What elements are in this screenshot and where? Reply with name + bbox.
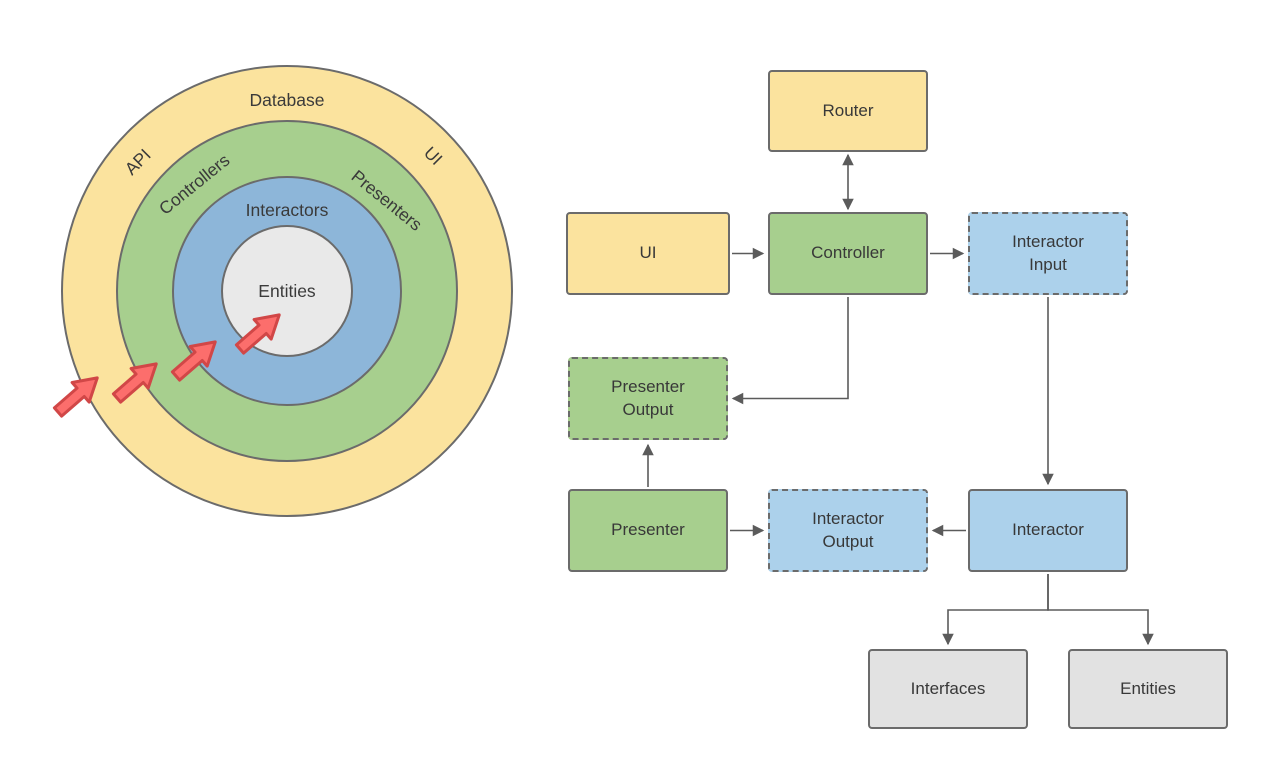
node-controller-label: Controller xyxy=(811,243,885,263)
node-interfaces-label: Interfaces xyxy=(910,678,986,698)
node-entities-label: Entities xyxy=(1120,678,1176,698)
node-interactor-input: Interactor Input xyxy=(968,212,1128,295)
connector-interactor-interfaces xyxy=(942,574,1049,646)
inward-arrow-3 xyxy=(170,340,217,382)
node-interactor: Interactor xyxy=(968,489,1128,572)
node-interactor-input-label: Interactor Input xyxy=(1012,232,1084,274)
node-interactor-label: Interactor xyxy=(1012,520,1084,540)
label-database: Database xyxy=(250,90,325,110)
node-ui: UI xyxy=(566,212,730,295)
label-interactors: Interactors xyxy=(246,200,329,220)
flow-connectors xyxy=(642,153,1154,646)
onion-diagram: Database API UI Controllers Presenters I… xyxy=(52,65,513,517)
node-presenter-label: Presenter xyxy=(611,520,685,540)
node-presenter: Presenter xyxy=(568,489,728,572)
inward-arrows xyxy=(52,313,281,418)
inward-arrow-4 xyxy=(234,313,281,355)
node-presenter-output: Presenter Output xyxy=(568,357,728,440)
node-interactor-output: Interactor Output xyxy=(768,489,928,572)
connector-interactor-entities xyxy=(1047,574,1154,646)
node-router: Router xyxy=(768,70,928,152)
label-entities-core: Entities xyxy=(258,281,316,301)
node-interfaces: Interfaces xyxy=(868,649,1028,729)
node-entities: Entities xyxy=(1068,649,1228,729)
inward-arrow-1 xyxy=(52,376,99,418)
node-router-label: Router xyxy=(822,100,874,120)
connector-controller-presenter-output xyxy=(731,297,849,405)
node-presenter-output-label: Presenter Output xyxy=(611,377,685,419)
node-controller: Controller xyxy=(768,212,928,295)
node-interactor-output-label: Interactor Output xyxy=(812,509,884,551)
ring-core-entities xyxy=(221,225,353,357)
node-ui-label: UI xyxy=(639,243,657,263)
inward-arrow-2 xyxy=(111,362,158,404)
